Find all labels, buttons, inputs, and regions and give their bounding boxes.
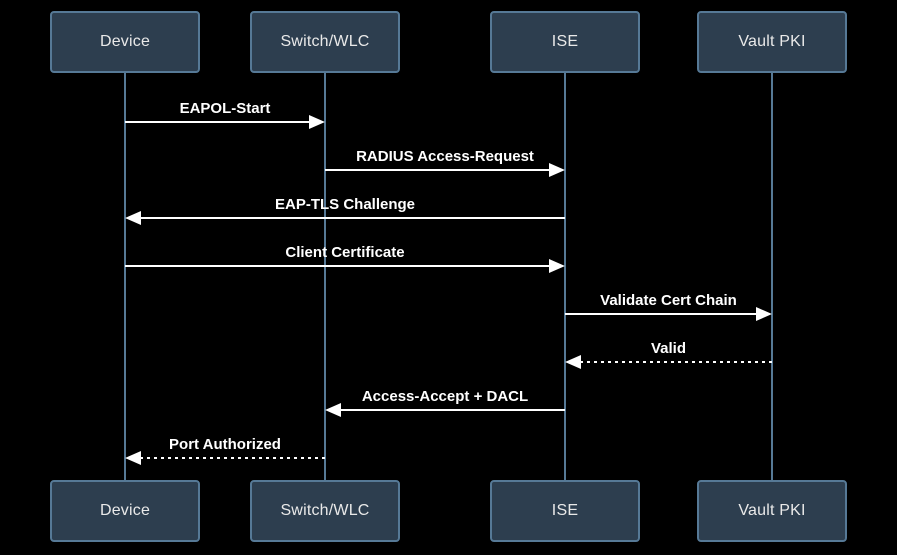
message-label-0: EAPOL-Start (180, 100, 271, 117)
message-label-3: Client Certificate (285, 244, 404, 261)
arrowhead-icon (125, 451, 141, 465)
arrowhead-icon (549, 163, 565, 177)
actor-label: Vault PKI (738, 33, 806, 50)
actor-box-device-bottom: Device (50, 480, 200, 542)
actor-box-switch-wlc-bottom: Switch/WLC (250, 480, 400, 542)
arrowhead-icon (565, 355, 581, 369)
message-label-5: Valid (651, 340, 686, 357)
arrowhead-icon (125, 211, 141, 225)
actor-box-vault-pki-top: Vault PKI (697, 11, 847, 73)
arrowhead-icon (756, 307, 772, 321)
actor-label: Device (99, 33, 151, 50)
actor-label: Vault PKI (738, 502, 806, 519)
actor-box-ise-top: ISE (490, 11, 640, 73)
arrowhead-icon (325, 403, 341, 417)
message-label-7: Port Authorized (169, 436, 281, 453)
message-label-6: Access-Accept + DACL (362, 388, 528, 405)
actor-box-vault-pki-bottom: Vault PKI (697, 480, 847, 542)
message-label-2: EAP-TLS Challenge (275, 196, 415, 213)
actor-box-ise-bottom: ISE (490, 480, 640, 542)
actor-label: Switch/WLC (280, 33, 370, 50)
message-label-4: Validate Cert Chain (600, 292, 737, 309)
arrowhead-icon (309, 115, 325, 129)
actor-label: Switch/WLC (280, 502, 370, 519)
actor-box-switch-wlc-top: Switch/WLC (250, 11, 400, 73)
actor-label: Device (99, 502, 151, 519)
actor-box-device-top: Device (50, 11, 200, 73)
message-label-1: RADIUS Access-Request (356, 148, 534, 165)
actor-label: ISE (551, 502, 579, 519)
actor-label: ISE (551, 33, 579, 50)
arrowhead-icon (549, 259, 565, 273)
